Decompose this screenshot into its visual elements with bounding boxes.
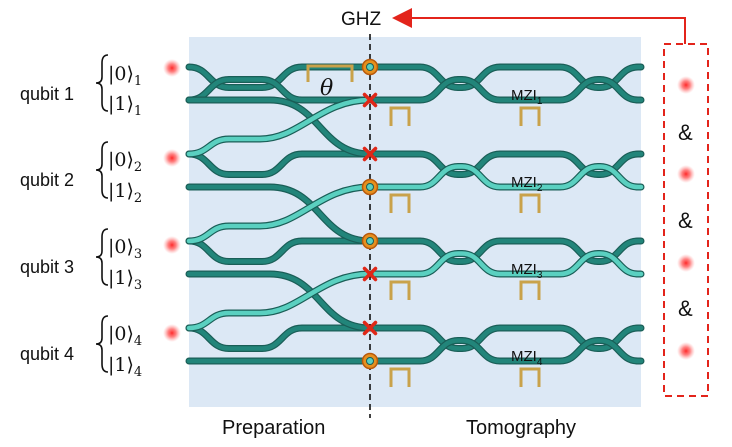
ket-one: |1⟩3 <box>108 267 142 293</box>
mzi-labels: MZI1 MZI2 MZI3 MZI4 <box>511 87 543 368</box>
input-photons <box>163 59 181 342</box>
heater <box>389 280 411 300</box>
mzi-label: MZI4 <box>511 348 543 368</box>
waveguide <box>367 338 644 364</box>
heater <box>306 64 354 82</box>
detector-circle-core <box>366 183 374 191</box>
ket-one: |1⟩1 <box>108 93 142 119</box>
detector-circle-core <box>366 357 374 365</box>
waveguide <box>367 164 644 190</box>
and-sign: & <box>678 296 693 321</box>
heater <box>519 106 541 126</box>
ket-zero: |0⟩2 <box>108 149 142 175</box>
detector-dots <box>677 76 695 360</box>
tomography-label: Tomography <box>466 417 576 439</box>
heater <box>519 193 541 213</box>
detector-circle-core <box>366 237 374 245</box>
qubit-braces <box>95 54 109 373</box>
cross-marker <box>362 320 378 336</box>
detector-coincidence-box <box>663 43 709 397</box>
heater <box>389 367 411 387</box>
waveguide <box>186 77 373 103</box>
basis-kets: |0⟩1 |1⟩1 |0⟩2 |1⟩2 |0⟩3 |1⟩3 |0⟩4 |1⟩4 <box>108 63 142 380</box>
ket-zero: |0⟩4 <box>108 323 142 349</box>
cross-marker <box>362 92 378 108</box>
input-photon <box>163 59 181 77</box>
waveguide-network <box>185 63 645 365</box>
waveguide <box>186 97 373 157</box>
heater <box>389 106 411 126</box>
measurement-markers <box>361 58 379 370</box>
qubit-label: qubit 1 <box>20 84 74 104</box>
heater <box>519 280 541 300</box>
waveguide <box>186 238 373 264</box>
detector-photon <box>677 342 695 360</box>
curly-brace <box>95 315 109 373</box>
qubit-label: qubit 2 <box>20 170 74 190</box>
input-photon <box>163 236 181 254</box>
input-photon <box>163 324 181 342</box>
preparation-label: Preparation <box>222 417 325 439</box>
coincidence-and-signs: & & & <box>678 120 693 321</box>
detector-photon <box>677 254 695 272</box>
feed-forward-arrow <box>392 8 686 44</box>
qubit-label: qubit 4 <box>20 344 74 364</box>
and-sign: & <box>678 208 693 233</box>
curly-brace <box>95 228 109 286</box>
waveguide <box>186 184 373 244</box>
detector-circle-core <box>366 63 374 71</box>
ket-zero: |0⟩3 <box>108 236 142 262</box>
curly-brace <box>95 54 109 112</box>
and-sign: & <box>678 120 693 145</box>
ket-zero: |0⟩1 <box>108 63 142 89</box>
cross-marker <box>362 266 378 282</box>
ket-one: |1⟩2 <box>108 180 142 206</box>
heater <box>389 193 411 213</box>
detector-photon <box>677 76 695 94</box>
waveguide <box>186 271 373 331</box>
qubit-label: qubit 3 <box>20 257 74 277</box>
mzi-label: MZI1 <box>511 87 543 107</box>
waveguide <box>186 271 373 331</box>
qubit-labels: qubit 1 qubit 2 qubit 3 qubit 4 <box>20 84 74 364</box>
waveguide <box>367 77 644 103</box>
heater <box>519 367 541 387</box>
mzi-label: MZI3 <box>511 261 543 281</box>
detector-photon <box>677 165 695 183</box>
curly-brace <box>95 141 109 199</box>
waveguide <box>186 97 373 157</box>
waveguide <box>186 64 373 90</box>
heater-electrodes <box>306 64 541 387</box>
phase-theta-label: θ <box>320 76 333 101</box>
ket-one: |1⟩4 <box>108 354 142 380</box>
waveguide <box>186 325 373 351</box>
ghz-title: GHZ <box>341 9 382 30</box>
waveguide <box>367 251 644 277</box>
input-photon <box>163 149 181 167</box>
waveguide <box>186 184 373 244</box>
waveguide <box>186 151 373 177</box>
mzi-label: MZI2 <box>511 174 543 194</box>
cross-marker <box>362 146 378 162</box>
